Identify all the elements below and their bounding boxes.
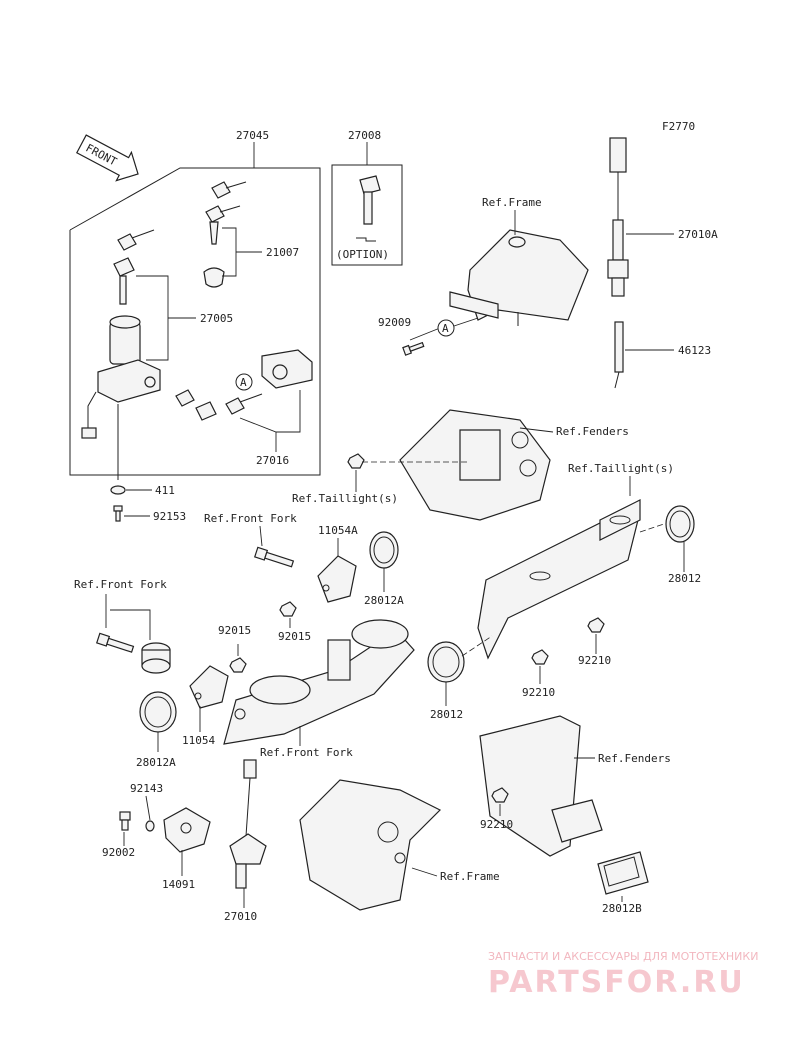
sensor-27010-icon <box>229 759 267 889</box>
ref-frame-bottom: Ref.Frame <box>440 870 500 883</box>
blank-key-icon <box>359 175 381 195</box>
collar-icon <box>141 642 171 674</box>
washer-92143-icon <box>145 820 155 832</box>
fork-bracket-icon <box>223 619 415 745</box>
callout-marker-a-2: A <box>442 322 449 335</box>
nut-92210-b-icon <box>531 649 549 665</box>
ignition-switch-icon <box>81 315 161 480</box>
part-27045-label: 27045 <box>236 129 269 142</box>
part-92210-c-label: 92210 <box>480 818 513 831</box>
key-21007-icon <box>203 181 247 288</box>
lower-fender-icon <box>479 715 603 857</box>
part-92143-label: 92143 <box>130 782 163 795</box>
taillight-bracket-icon <box>477 499 641 660</box>
frame-bracket-icon <box>449 229 589 326</box>
bracket-11054A-icon <box>317 555 357 603</box>
reflector-28012-right-icon <box>665 505 695 543</box>
front-arrow-icon: FRONT <box>76 134 139 182</box>
ref-taillight-right: Ref.Taillight(s) <box>568 462 674 475</box>
bolt-icon <box>253 546 295 568</box>
part-21007-label: 21007 <box>266 246 299 259</box>
bolt-left-icon <box>95 632 135 653</box>
part-92002-label: 92002 <box>102 846 135 859</box>
bolt-92002-icon <box>119 811 131 831</box>
nut-92210-c-icon <box>491 787 509 803</box>
ref-taillight-left: Ref.Taillight(s) <box>292 492 398 505</box>
option-label: (OPTION) <box>336 248 389 261</box>
part-92015-a-label: 92015 <box>218 624 251 637</box>
ref-frame-top: Ref.Frame <box>482 196 542 209</box>
sensor-27010A-icon <box>607 137 629 297</box>
nut-92210-a-icon <box>587 617 605 633</box>
cover-14091-icon <box>163 807 211 853</box>
rear-fender-icon <box>399 409 551 521</box>
figure-code: F2770 <box>662 120 695 133</box>
part-28012A-bottom-label: 28012A <box>136 756 176 769</box>
option-key-group: 27008 (OPTION) <box>331 129 403 266</box>
ref-front-fork-b: Ref.Front Fork <box>74 578 167 591</box>
part-11054-label: 11054 <box>182 734 215 747</box>
watermark-brand: PARTSFOR.RU <box>488 965 745 1000</box>
ref-front-fork-c: Ref.Front Fork <box>260 746 353 759</box>
part-27010A-label: 27010A <box>678 228 718 241</box>
part-28012-left-label: 28012 <box>430 708 463 721</box>
part-14091-label: 14091 <box>162 878 195 891</box>
seat-lock-icon <box>175 349 313 421</box>
part-92210-b-label: 92210 <box>522 686 555 699</box>
callout-marker-a-1: A <box>240 376 247 389</box>
ref-front-fork-a: Ref.Front Fork <box>204 512 297 525</box>
part-28012A-top-label: 28012A <box>364 594 404 607</box>
reflector-28012-left-icon <box>427 641 465 683</box>
part-46123-label: 46123 <box>678 344 711 357</box>
part-411-label: 411 <box>155 484 175 497</box>
nut-icon <box>347 453 365 469</box>
rod-46123-icon <box>614 321 624 389</box>
nut-92015-a-icon <box>229 657 247 673</box>
bolt-92153-icon <box>113 505 123 522</box>
part-28012-right-label: 28012 <box>668 572 701 585</box>
part-92009-label: 92009 <box>378 316 411 329</box>
reflector-28012A-top-icon <box>369 531 399 569</box>
part-28012B-label: 28012B <box>602 902 642 915</box>
ignition-set-group: 27045 21007 <box>69 129 321 480</box>
ref-fenders-bottom: Ref.Fenders <box>598 752 671 765</box>
part-92210-a-label: 92210 <box>578 654 611 667</box>
reflector-28012A-bottom-icon <box>139 691 177 733</box>
part-27016-label: 27016 <box>256 454 289 467</box>
part-27005-label: 27005 <box>200 312 233 325</box>
nut-92015-b-icon <box>279 601 297 617</box>
part-27008-label: 27008 <box>348 129 381 142</box>
part-92153-label: 92153 <box>153 510 186 523</box>
part-92015-b-label: 92015 <box>278 630 311 643</box>
reflector-28012B-icon <box>597 851 649 895</box>
key-icon <box>113 229 155 305</box>
frame-bottom-icon <box>299 779 442 911</box>
washer-411-icon <box>110 485 126 495</box>
part-11054A-label: 11054A <box>318 524 358 537</box>
bracket-11054-icon <box>189 665 229 709</box>
watermark-tagline: ЗАПЧАСТИ И АКСЕССУАРЫ ДЛЯ МОТОТЕХНИКИ <box>488 950 758 963</box>
screw-92009-icon <box>402 341 425 356</box>
ref-fenders-top: Ref.Fenders <box>556 425 629 438</box>
part-27010-label: 27010 <box>224 910 257 923</box>
